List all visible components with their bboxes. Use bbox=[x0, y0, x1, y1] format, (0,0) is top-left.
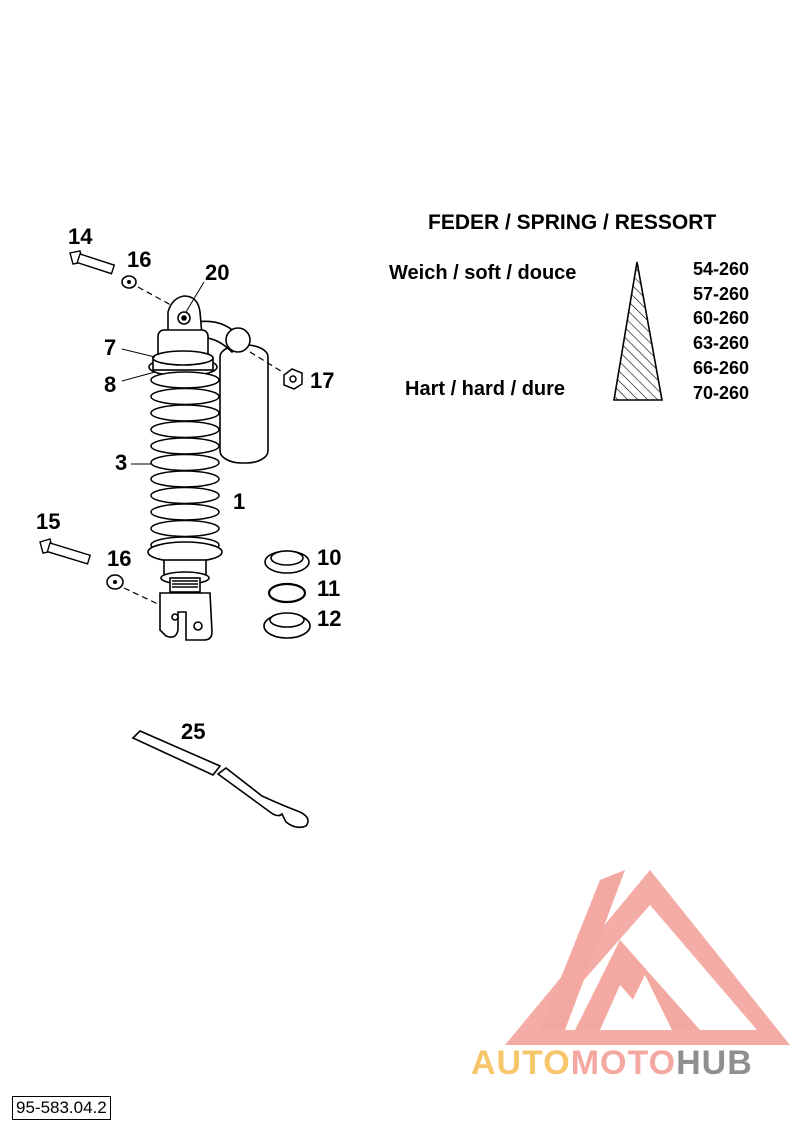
spring-rate: 66-260 bbox=[693, 358, 750, 378]
spring-coil bbox=[150, 453, 220, 472]
spring-coil bbox=[150, 404, 220, 422]
callout-16-bottom: 16 bbox=[107, 546, 132, 571]
callout-25: 25 bbox=[181, 719, 206, 744]
callout-10: 10 bbox=[317, 545, 342, 570]
spring-coil bbox=[150, 420, 220, 439]
callout-3: 3 bbox=[115, 450, 128, 475]
callout-20: 20 bbox=[205, 260, 230, 285]
spring-rate: 63-260 bbox=[693, 333, 750, 353]
leader-lines bbox=[121, 281, 205, 465]
document-number: 95-583.04.2 bbox=[12, 1096, 111, 1120]
callout-8: 8 bbox=[104, 372, 117, 397]
spring-rate: 57-260 bbox=[693, 284, 750, 304]
spring-coil bbox=[150, 503, 220, 521]
logo-wordmark: AUTOMOTOHUB bbox=[471, 1044, 753, 1083]
spring-coil bbox=[150, 470, 220, 488]
dust-seal-10 bbox=[264, 550, 310, 574]
spring-coil bbox=[150, 486, 220, 505]
spring-3 bbox=[150, 371, 220, 554]
spring-rate: 54-260 bbox=[693, 259, 750, 279]
nut-17 bbox=[283, 368, 303, 390]
spring-rate: 70-260 bbox=[693, 383, 750, 403]
spring-rate-triangle bbox=[613, 261, 663, 401]
bolt-15 bbox=[39, 538, 92, 565]
spring-coil bbox=[150, 437, 220, 455]
hard-label: Hart / hard / dure bbox=[405, 378, 566, 400]
callout-1: 1 bbox=[233, 489, 246, 514]
logo-moto: MOTO bbox=[570, 1044, 677, 1082]
logo-mark bbox=[505, 870, 790, 1045]
callout-11: 11 bbox=[317, 576, 341, 601]
callout-14: 14 bbox=[68, 224, 93, 249]
seal-12 bbox=[263, 612, 311, 639]
soft-label: Weich / soft / douce bbox=[389, 262, 577, 284]
callout-12: 12 bbox=[317, 606, 342, 631]
callout-15: 15 bbox=[36, 509, 61, 534]
spring-coil bbox=[150, 519, 220, 538]
spring-coil bbox=[150, 371, 220, 389]
logo-hub: HUB bbox=[676, 1044, 753, 1082]
shock-bottom bbox=[147, 541, 223, 641]
spring-table-title: FEDER / SPRING / RESSORT bbox=[428, 211, 717, 234]
hook-spanner-25 bbox=[131, 730, 309, 829]
logo-auto: AUTO bbox=[471, 1044, 571, 1082]
spring-coil bbox=[150, 387, 220, 406]
o-ring-11 bbox=[267, 582, 307, 604]
bolt-14 bbox=[69, 250, 116, 275]
callout-16-top: 16 bbox=[127, 247, 152, 272]
callout-7: 7 bbox=[104, 335, 117, 360]
callout-17: 17 bbox=[310, 368, 335, 393]
spring-rate: 60-260 bbox=[693, 308, 750, 328]
